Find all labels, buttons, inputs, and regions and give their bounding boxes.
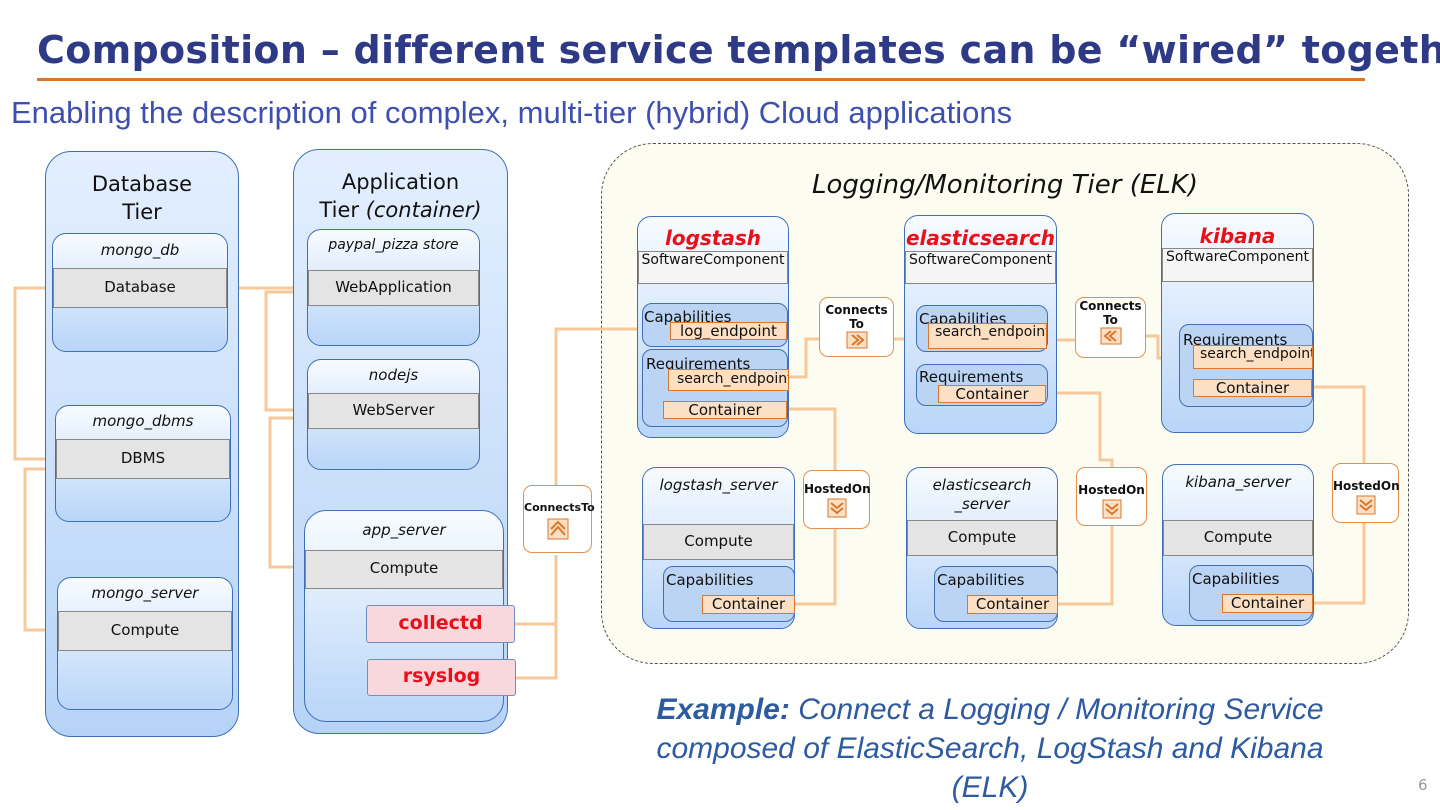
relation-label: HostedOn — [1333, 479, 1400, 493]
node-type: Compute — [305, 550, 503, 589]
capabilities-label: Capabilities — [937, 571, 1025, 589]
requirements-label: Requirements — [646, 355, 751, 373]
connects-to-icon — [547, 518, 568, 540]
node-type: Compute — [643, 524, 794, 560]
relation-label: HostedOn — [1078, 483, 1145, 497]
node-name: kibana_server — [1185, 473, 1291, 491]
wire-webserver-compute — [268, 416, 306, 569]
capabilities-label: Capabilities — [666, 571, 754, 589]
wire-rsyslog — [516, 624, 558, 680]
node-name: logstash_server — [659, 476, 778, 494]
nodejs-node[interactable]: nodejs WebServer — [307, 359, 480, 470]
wire-webapp-webserver — [264, 290, 306, 412]
application-tier-qualifier: (container) — [365, 198, 482, 222]
wire-es-container — [1046, 391, 1114, 606]
node-name: mongo_server — [91, 584, 199, 602]
log-endpoint-capability[interactable]: log_endpoint — [670, 322, 787, 340]
collectd-agent[interactable]: collectd — [366, 605, 515, 643]
connects-to-relation-app[interactable]: ConnectsTo — [523, 485, 595, 553]
node-name: paypal_pizza store — [328, 237, 459, 253]
wire-db-dbms — [13, 286, 53, 461]
relation-label: ConnectsTo — [825, 303, 888, 331]
node-type: WebServer — [308, 393, 479, 429]
application-tier-title-line1: Application — [341, 170, 460, 194]
wire-collectd — [515, 555, 558, 626]
capabilities-label: Capabilities — [1192, 570, 1280, 588]
database-tier-title-line1: Database — [91, 172, 193, 196]
wire-connectsto-logendpoint — [554, 327, 644, 486]
hosted-on-icon — [1102, 499, 1121, 519]
node-type: Database — [53, 268, 227, 308]
search-endpoint-capability[interactable]: search_endpoint — [928, 323, 1047, 349]
container-requirement[interactable]: Container — [1193, 379, 1312, 397]
node-type: WebApplication — [308, 270, 479, 306]
rsyslog-agent[interactable]: rsyslog — [367, 659, 516, 696]
application-tier-title: Application Tier (container) — [293, 168, 508, 224]
paypal-pizza-store-node[interactable]: paypal_pizza store WebApplication — [307, 229, 480, 346]
node-type: DBMS — [56, 439, 230, 479]
search-endpoint-requirement[interactable]: search_endpoint — [668, 369, 789, 391]
relation-label: HostedOn — [804, 482, 871, 496]
kibana-type: SoftwareComponent — [1162, 248, 1313, 282]
elasticsearch-type: SoftwareComponent — [905, 251, 1056, 284]
kibana-name: kibana — [1199, 224, 1276, 248]
relation-label: ConnectsTo — [1079, 299, 1142, 327]
slide-title: Composition – different service template… — [37, 28, 1440, 72]
hosted-on-relation-logstash[interactable]: HostedOn — [803, 470, 871, 529]
search-endpoint-requirement[interactable]: search_endpoint — [1193, 345, 1313, 369]
example-lead: Example: — [656, 693, 790, 726]
elk-tier-title: Logging/Monitoring Tier (ELK) — [812, 170, 1198, 200]
logstash-type: SoftwareComponent — [638, 251, 788, 284]
application-tier-label: Tier — [319, 198, 359, 222]
capabilities-label: Capabilities — [644, 308, 732, 326]
hosted-on-icon — [1356, 495, 1375, 515]
database-tier-title-line2: Tier — [122, 200, 162, 224]
container-capability[interactable]: Container — [1222, 594, 1313, 613]
container-capability[interactable]: Container — [967, 595, 1058, 614]
container-requirement[interactable]: Container — [663, 401, 787, 419]
example-text: Connect a Logging / Monitoring Service c… — [656, 693, 1324, 804]
node-name: mongo_db — [100, 241, 180, 259]
example-caption: Example: Connect a Logging / Monitoring … — [620, 690, 1360, 807]
mongo-server-node[interactable]: mongo_server Compute — [57, 577, 233, 710]
hosted-on-relation-kibana[interactable]: HostedOn — [1332, 463, 1400, 523]
node-name: app_server — [362, 521, 446, 539]
mongo-db-node[interactable]: mongo_db Database — [52, 233, 228, 352]
requirements-label: Requirements — [1183, 331, 1288, 349]
connects-to-icon — [846, 331, 867, 349]
database-tier-title: Database Tier — [45, 170, 239, 226]
wire-dbms-compute — [23, 467, 57, 632]
slide-subtitle: Enabling the description of complex, mul… — [11, 95, 1013, 130]
page-number: 6 — [1418, 776, 1428, 794]
container-requirement[interactable]: Container — [938, 385, 1046, 403]
application-tier-title-line2: Tier (container) — [293, 196, 508, 224]
node-type: Compute — [907, 520, 1057, 556]
hosted-on-icon — [827, 498, 846, 518]
requirements-label: Requirements — [919, 368, 1024, 386]
node-name: nodejs — [368, 366, 419, 384]
relation-label: ConnectsTo — [524, 501, 595, 514]
elasticsearch-name: elasticsearch — [905, 226, 1055, 250]
logstash-name: logstash — [664, 226, 761, 250]
node-type: Compute — [58, 611, 232, 651]
title-underline — [37, 78, 1365, 81]
node-name: elasticsearch _server — [932, 476, 1032, 513]
mongo-dbms-node[interactable]: mongo_dbms DBMS — [55, 405, 231, 522]
connects-to-relation-logstash-es[interactable]: ConnectsTo — [819, 297, 894, 357]
node-name: mongo_dbms — [92, 412, 194, 430]
container-capability[interactable]: Container — [702, 595, 795, 614]
connects-to-relation-es-kibana[interactable]: ConnectsTo — [1075, 297, 1146, 358]
hosted-on-relation-es[interactable]: HostedOn — [1076, 467, 1147, 526]
node-type: Compute — [1163, 520, 1313, 556]
connects-to-icon — [1100, 327, 1121, 345]
